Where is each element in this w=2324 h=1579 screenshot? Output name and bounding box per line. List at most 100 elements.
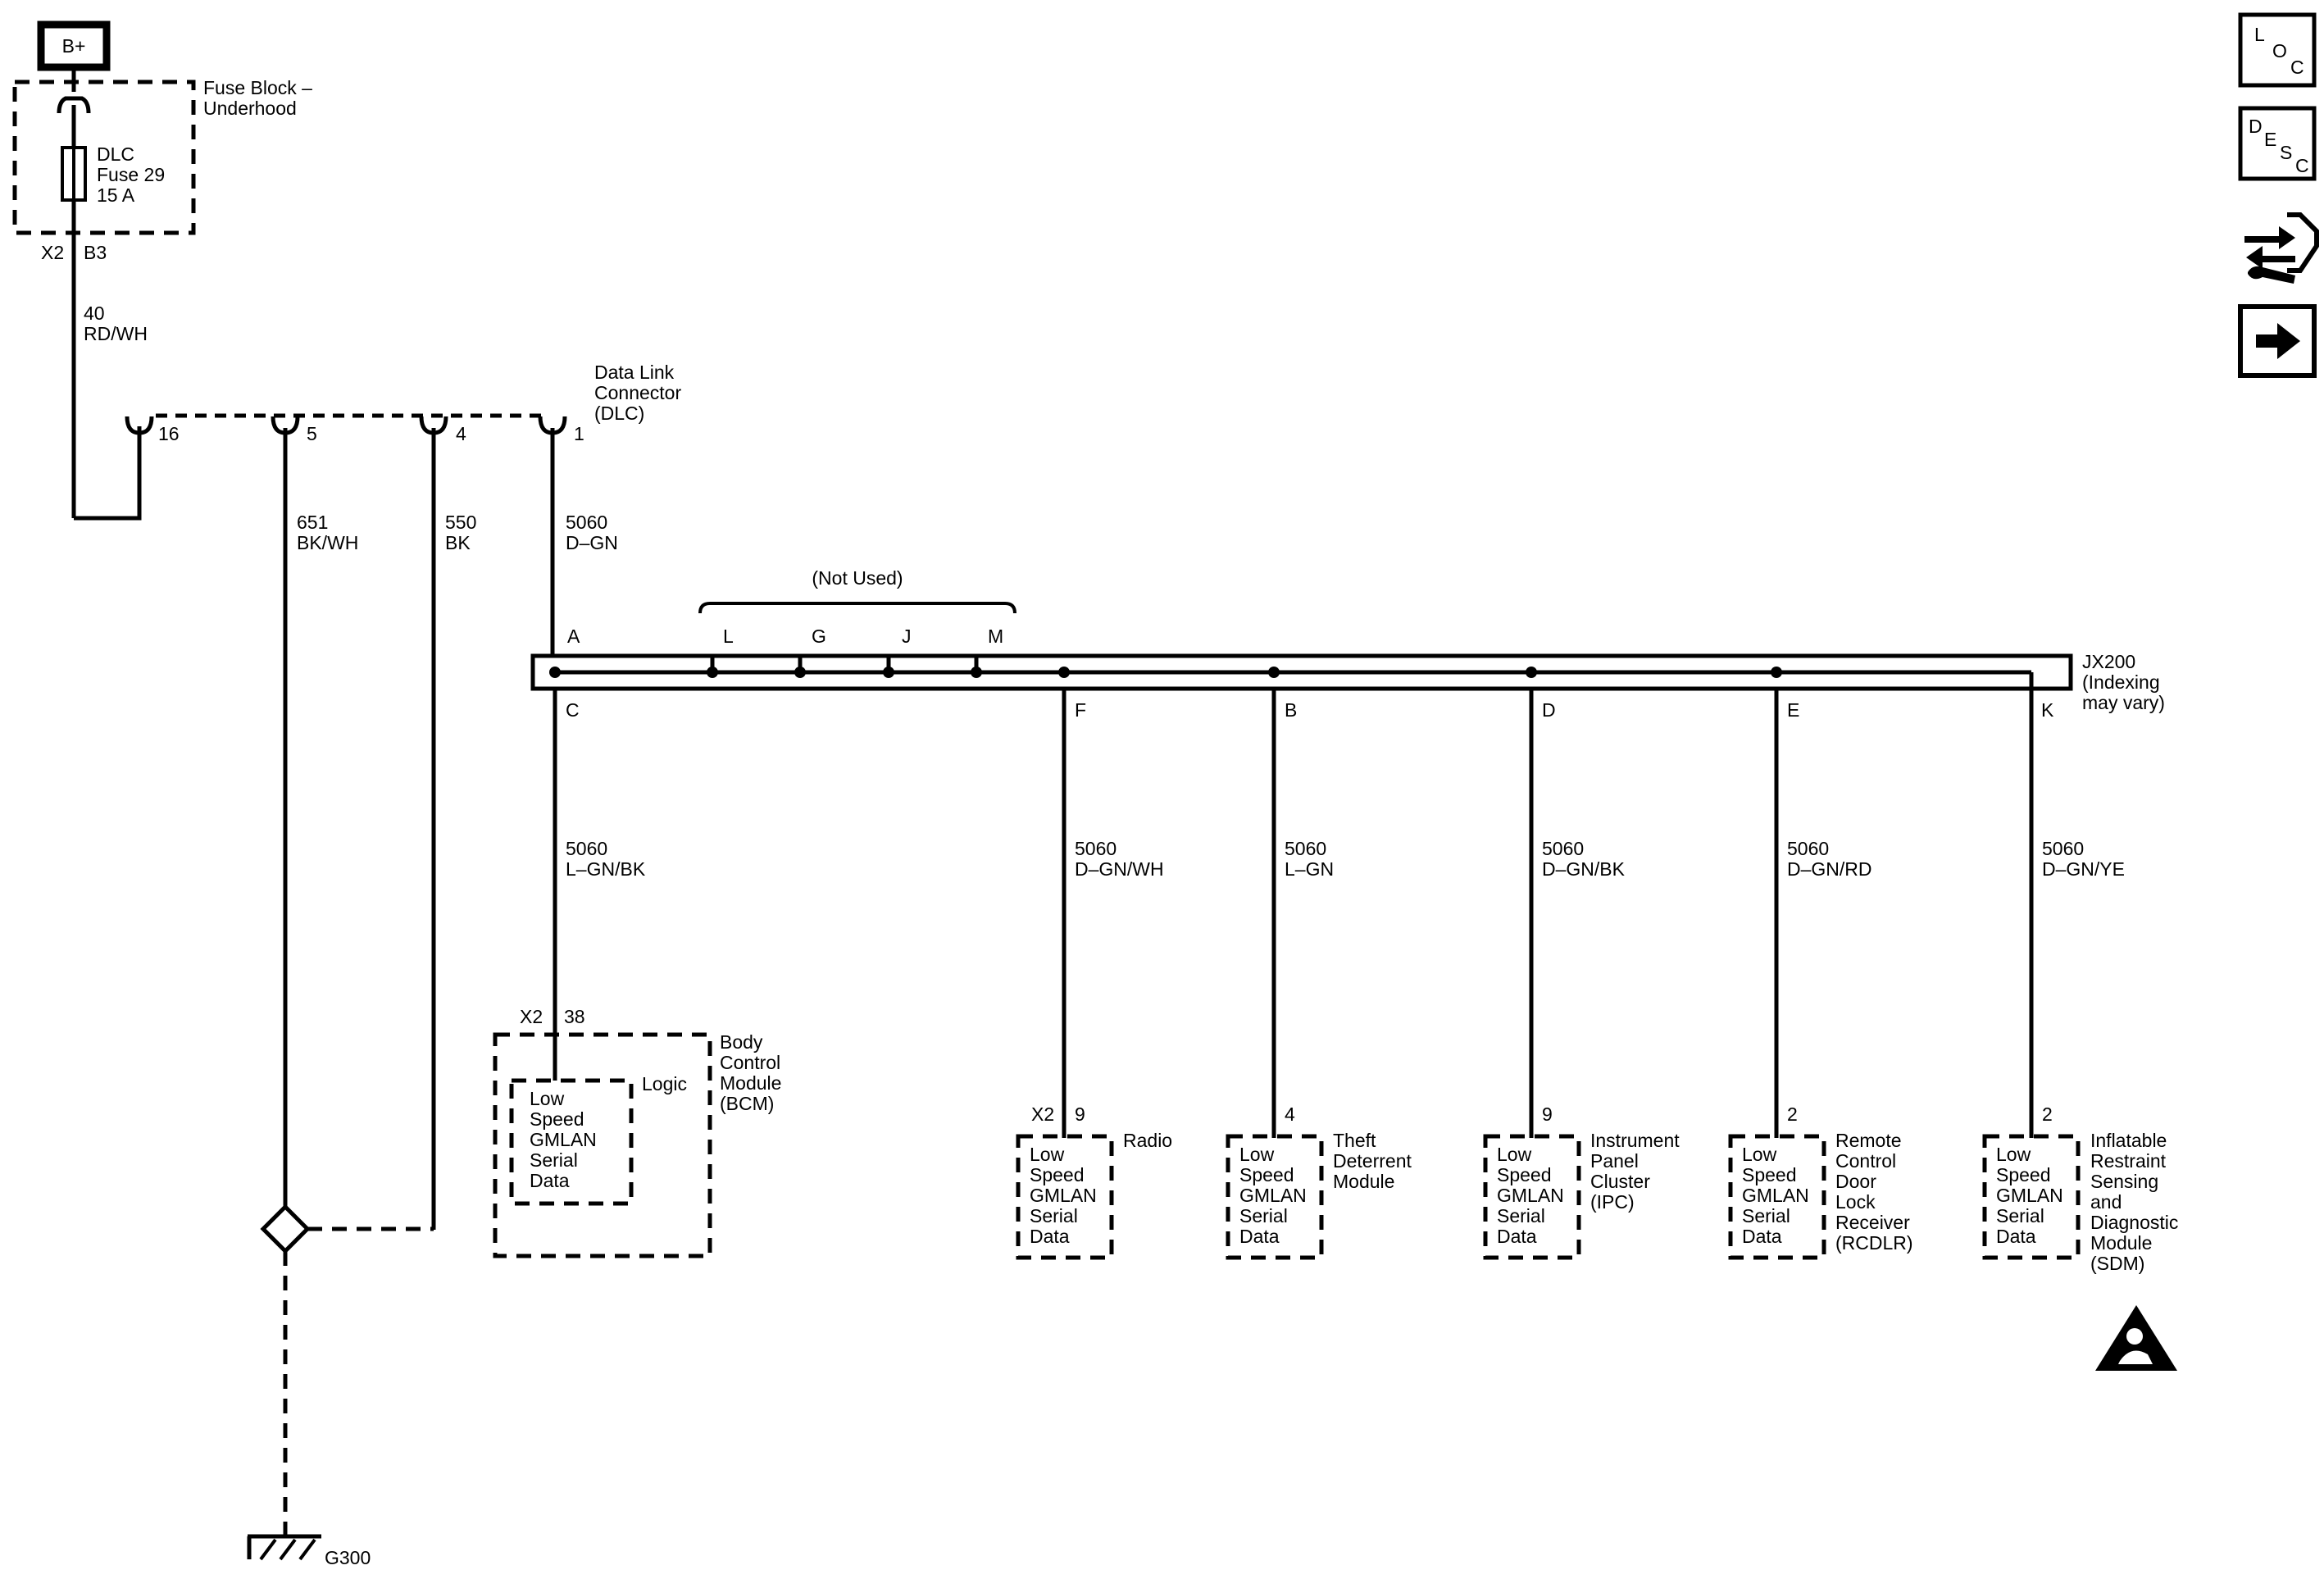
wire-550-circuit: 550	[445, 512, 476, 533]
connector-view-icon[interactable]	[2244, 212, 2319, 284]
loc-letter-o: O	[2272, 40, 2287, 61]
radio-module: X2 9 Radio Low Speed GMLAN Serial Data	[1016, 1103, 1172, 1260]
description-button[interactable]: D E S C	[2238, 106, 2317, 181]
sdm-inner-1: Low	[1996, 1144, 2031, 1165]
radio-inner-5: Data	[1030, 1226, 1070, 1247]
branch-bcm-circuit: 5060	[566, 838, 607, 859]
splice-pin-j: J	[902, 626, 912, 647]
branch-sdm-circuit: 5060	[2042, 838, 2084, 859]
ground-label: G300	[325, 1547, 371, 1568]
ipc-inner-1: Low	[1497, 1144, 1532, 1165]
branch-ipc-circuit: 5060	[1542, 838, 1584, 859]
theft-inner-5: Data	[1239, 1226, 1280, 1247]
sdm-inner-5: Data	[1996, 1226, 2036, 1247]
fuse-block-title-2: Underhood	[203, 98, 297, 119]
splice-pin-c: C	[566, 699, 580, 721]
sdm-pin: 2	[2042, 1103, 2053, 1125]
radio-connector: X2	[1031, 1103, 1054, 1125]
instrument-panel-cluster: 9 Instrument Panel Cluster (IPC) Low Spe…	[1483, 1103, 1680, 1260]
wire-5060-circuit: 5060	[566, 512, 607, 533]
bcm-title-3: Module	[720, 1072, 781, 1094]
theft-inner-1: Low	[1239, 1144, 1275, 1165]
sdm-title-3: Sensing	[2090, 1171, 2158, 1192]
bcm-inner-3: GMLAN	[530, 1129, 597, 1150]
rcdlr-inner-2: Speed	[1742, 1164, 1797, 1185]
fuse-block-connector: X2	[41, 242, 64, 263]
radio-inner-2: Speed	[1030, 1164, 1085, 1185]
sdm-title-2: Restraint	[2090, 1150, 2167, 1172]
sdm-title-4: and	[2090, 1191, 2122, 1213]
bcm-title-2: Control	[720, 1052, 780, 1073]
dlc-title-1: Data Link	[594, 362, 675, 383]
bcm-pin: 38	[564, 1006, 585, 1027]
rcdlr-inner-3: GMLAN	[1742, 1185, 1809, 1206]
radio-inner-4: Serial	[1030, 1205, 1078, 1226]
splice-pin-e: E	[1787, 699, 1799, 721]
ipc-title-2: Panel	[1590, 1150, 1639, 1172]
splice-name-1: JX200	[2082, 651, 2135, 672]
bcm-logic-label: Logic	[642, 1073, 687, 1094]
data-link-connector: 16 5 4 1 Data Link Connector (DLC) 651 B…	[125, 362, 681, 1230]
theft-title-2: Deterrent	[1333, 1150, 1412, 1172]
theft-deterrent-module: 4 Theft Deterrent Module Low Speed GMLAN…	[1226, 1103, 1412, 1260]
dlc-pin-16: 16	[158, 423, 180, 444]
wire-550-color: BK	[445, 532, 471, 553]
bcm-inner-4: Serial	[530, 1149, 578, 1171]
splice-pin-a: A	[567, 626, 580, 647]
ipc-title-4: (IPC)	[1590, 1191, 1635, 1213]
ground-splice-diamond	[260, 1204, 311, 1254]
bcm-title-1: Body	[720, 1031, 763, 1053]
branch-radio-color: D–GN/WH	[1075, 858, 1164, 880]
power-label: B+	[62, 35, 86, 57]
splice-name-3: may vary)	[2082, 692, 2165, 713]
splice-name-2: (Indexing	[2082, 671, 2160, 693]
splice-pin-k: K	[2041, 699, 2054, 721]
fuse-rating: 15 A	[97, 184, 135, 206]
radio-inner-1: Low	[1030, 1144, 1065, 1165]
branch-theft-color: L–GN	[1285, 858, 1334, 880]
fuse-name: DLC	[97, 143, 134, 165]
fuse-block-pin: B3	[84, 242, 107, 263]
loc-letter-c: C	[2290, 57, 2304, 78]
branch-radio-circuit: 5060	[1075, 838, 1117, 859]
ipc-title-1: Instrument	[1590, 1130, 1680, 1151]
desc-letter-d: D	[2249, 116, 2263, 137]
bcm-inner-2: Speed	[530, 1108, 584, 1130]
next-arrow-icon[interactable]	[2238, 304, 2317, 378]
sdm-title-1: Inflatable	[2090, 1130, 2167, 1151]
rcdlr-title-5: Receiver	[1835, 1212, 1910, 1233]
battery-power-source: B+	[37, 20, 111, 71]
splice-pin-b: B	[1285, 699, 1297, 721]
splice-pin-m: M	[988, 626, 1003, 647]
rcdlr-title-2: Control	[1835, 1150, 1896, 1172]
theft-inner-3: GMLAN	[1239, 1185, 1307, 1206]
sdm-title-5: Diagnostic	[2090, 1212, 2178, 1233]
theft-inner-2: Speed	[1239, 1164, 1294, 1185]
theft-pin: 4	[1285, 1103, 1295, 1125]
fuse-number: Fuse 29	[97, 164, 165, 185]
location-button[interactable]: L O C	[2238, 12, 2317, 88]
wire-651-color: BK/WH	[297, 532, 358, 553]
branch-rcdlr-color: D–GN/RD	[1787, 858, 1872, 880]
body-control-module: X2 38 Logic Body Control Module (BCM) Lo…	[493, 1006, 781, 1258]
sdm-title-7: (SDM)	[2090, 1253, 2144, 1274]
theft-inner-4: Serial	[1239, 1205, 1288, 1226]
not-used-label: (Not Used)	[812, 567, 903, 589]
feed-wire-circuit: 40	[84, 303, 105, 324]
theft-title-1: Theft	[1333, 1130, 1376, 1151]
bcm-inner-1: Low	[530, 1088, 565, 1109]
rcdlr-pin: 2	[1787, 1103, 1798, 1125]
rcdlr-title-6: (RCDLR)	[1835, 1232, 1913, 1254]
desc-letter-s: S	[2280, 142, 2292, 163]
sdm-inner-2: Speed	[1996, 1164, 2051, 1185]
theft-title-3: Module	[1333, 1171, 1394, 1192]
dlc-title-3: (DLC)	[594, 403, 644, 424]
ipc-title-3: Cluster	[1590, 1171, 1650, 1192]
radio-pin: 9	[1075, 1103, 1085, 1125]
ipc-inner-2: Speed	[1497, 1164, 1552, 1185]
branch-theft-circuit: 5060	[1285, 838, 1326, 859]
desc-letter-c: C	[2295, 155, 2309, 176]
ipc-pin: 9	[1542, 1103, 1553, 1125]
bcm-title-4: (BCM)	[720, 1093, 774, 1114]
